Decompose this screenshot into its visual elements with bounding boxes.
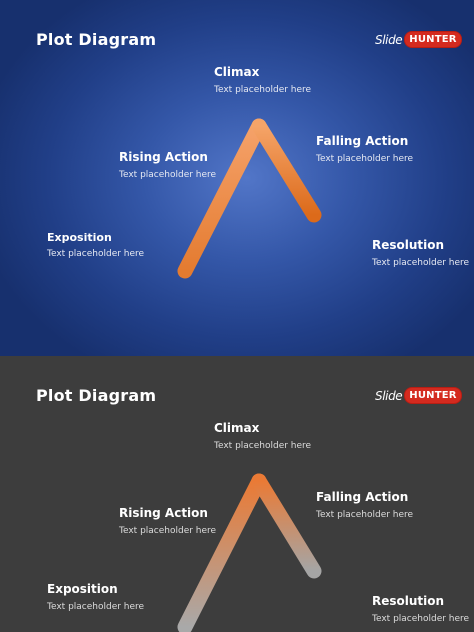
exposition-text: Text placeholder here [47,602,145,612]
plot-line-blue [40,118,445,279]
rising-action-text: Text placeholder here [119,170,217,180]
plot-diagram-slide-blue: Plot Diagram Slide HUNTER Climax Text pl… [0,0,474,356]
exposition-label: Exposition [47,582,118,596]
falling-segment [251,473,322,579]
resolution-label: Resolution [372,238,445,252]
falling-action-text: Text placeholder here [316,510,414,520]
falling-action-label: Falling Action [316,134,409,148]
slidehunter-logo: Slide HUNTER [375,32,461,47]
exposition-label: Exposition [47,231,112,244]
rising-segment [177,118,267,279]
logo-badge: HUNTER [405,32,461,47]
resolution-text: Text placeholder here [372,614,470,624]
logo-badge: HUNTER [405,388,461,403]
climax-label: Climax [214,65,260,79]
exposition-text: Text placeholder here [47,249,145,259]
plot-line-dark [40,473,445,632]
rising-action-label: Rising Action [119,150,208,164]
page-title: Plot Diagram [36,386,157,405]
falling-segment [251,118,322,223]
falling-action-text: Text placeholder here [316,154,414,164]
resolution-label: Resolution [372,594,445,608]
rising-action-text: Text placeholder here [119,526,217,536]
rising-segment [177,473,267,632]
rising-action-label: Rising Action [119,506,208,520]
falling-action-label: Falling Action [316,490,409,504]
slidehunter-logo: Slide HUNTER [375,388,461,403]
climax-text: Text placeholder here [214,85,312,95]
plot-diagram-slide-dark: Plot Diagram Slide HUNTER Climax Text pl… [0,356,474,632]
climax-text: Text placeholder here [214,441,312,451]
page-title: Plot Diagram [36,30,157,49]
resolution-text: Text placeholder here [372,258,470,268]
climax-label: Climax [214,421,260,435]
